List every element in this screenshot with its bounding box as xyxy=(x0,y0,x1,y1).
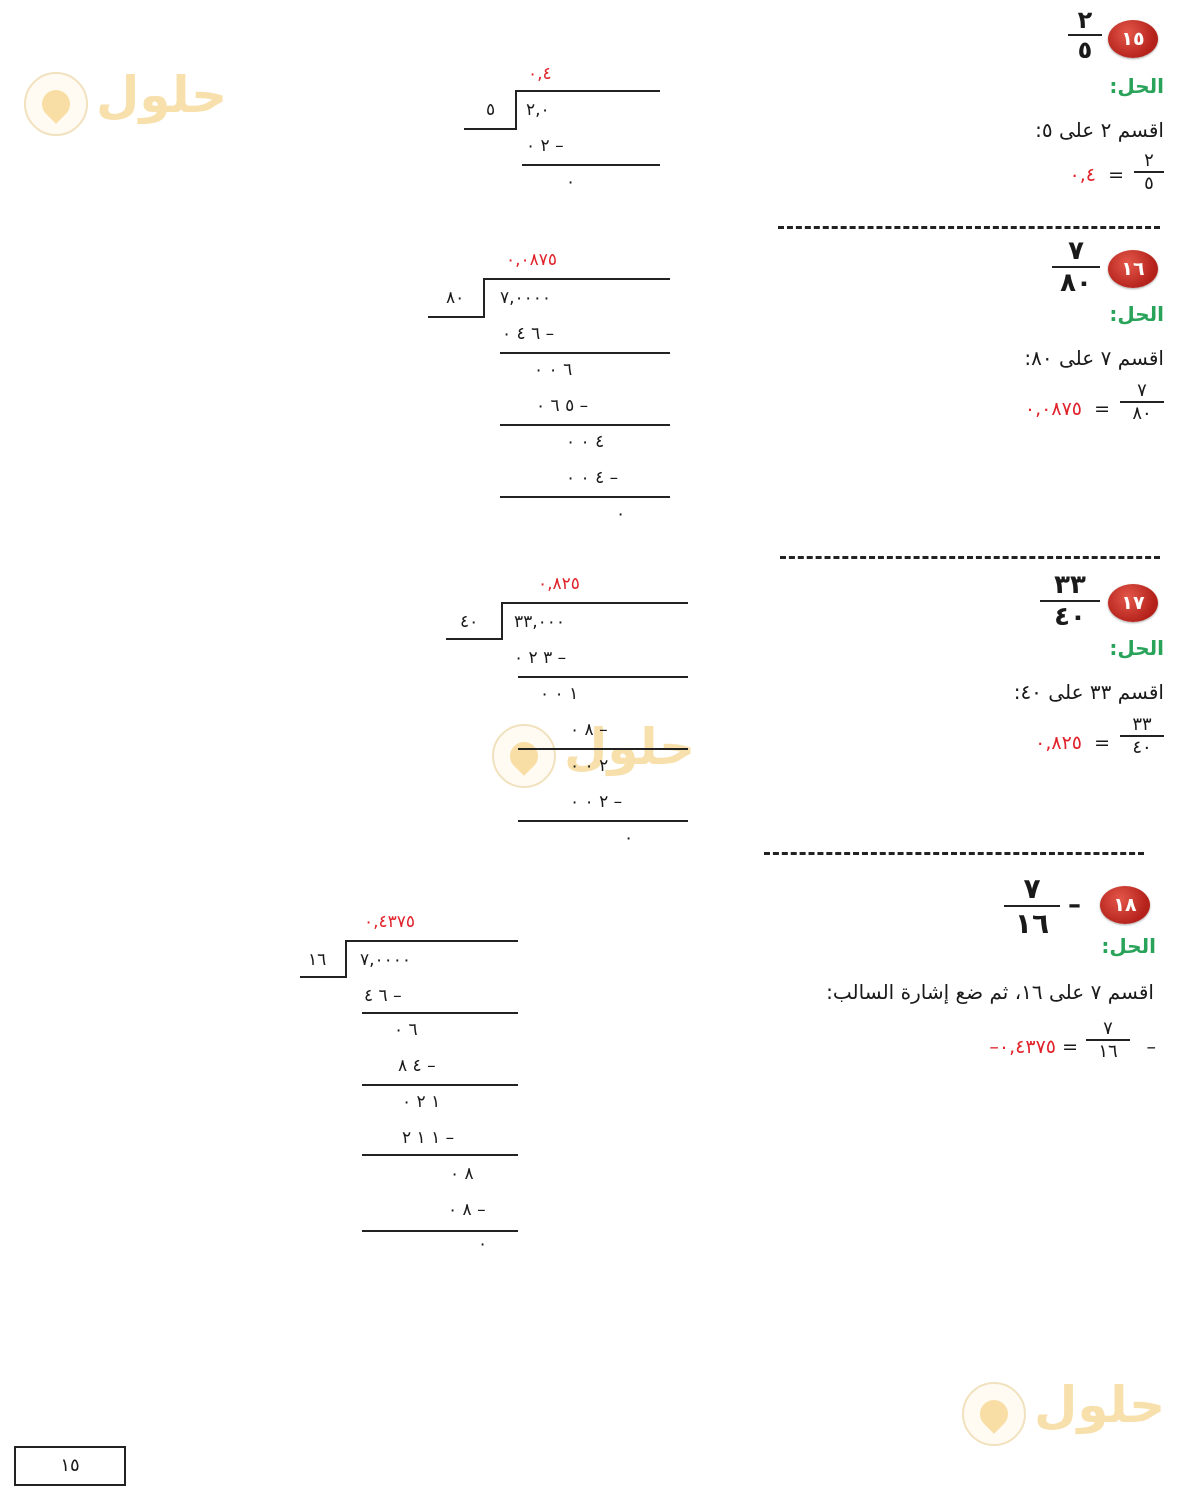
fraction-denominator: ٤٠ xyxy=(1054,602,1086,632)
division-divisor: ٥ xyxy=(486,100,496,120)
watermark-logo-middle: حلول xyxy=(492,718,702,788)
long-division: ٠,٤ ٥ ٢,٠ ٢ ٠ – ٠ xyxy=(460,64,670,204)
division-quotient: ٠,٠٨٧٥ xyxy=(506,250,558,270)
page-number: ١٥ xyxy=(14,1446,126,1486)
division-divisor: ٤٠ xyxy=(460,612,479,632)
division-quotient: ٠,٤ xyxy=(528,64,552,84)
division-quotient: ٠,٨٢٥ xyxy=(538,574,580,594)
division-step: ٤ ٠ ٠ – xyxy=(566,468,619,488)
eq-denominator: ٨٠ xyxy=(1132,403,1152,424)
instruction-text: اقسم ٢ على ٥: xyxy=(1035,118,1164,142)
division-step: ٠ xyxy=(624,828,634,848)
problem-fraction: ٧ ١٦ xyxy=(1004,872,1060,940)
eq-numerator: ٧ xyxy=(1137,380,1147,401)
division-dividend: ٢,٠ xyxy=(526,100,550,120)
problem-number-badge: ١٨ xyxy=(1100,886,1150,924)
logo-circle-icon xyxy=(962,1382,1026,1446)
division-quotient: ٠,٤٣٧٥ xyxy=(364,912,416,932)
division-divisor: ٨٠ xyxy=(446,288,465,308)
division-step: ٦ ٠ xyxy=(394,1020,418,1040)
watermark-logo-top: حلول xyxy=(24,66,234,136)
separator xyxy=(780,556,1160,559)
fraction-denominator: ٥ xyxy=(1077,36,1093,64)
division-step: ٦ ٤ ٠ – xyxy=(502,324,555,344)
division-step: ٨ ٠ – xyxy=(570,720,608,740)
fraction-numerator: ٧ xyxy=(1023,872,1041,905)
division-step: ٦ ٠ ٠ xyxy=(534,360,573,380)
watermark-logo-bottom: حلول xyxy=(962,1376,1172,1446)
division-dividend: ٧,٠٠٠٠ xyxy=(500,288,552,308)
solution-label: الحل: xyxy=(1101,934,1156,958)
negative-sign: – xyxy=(1068,890,1081,920)
result-value: ٠,٨٢٥ xyxy=(1035,732,1082,754)
eq-numerator: ٣٣ xyxy=(1132,714,1152,735)
division-step: ١ ٠ ٠ xyxy=(540,684,579,704)
problem-fraction: ٧ ٨٠ xyxy=(1052,236,1100,298)
logo-text: حلول xyxy=(96,66,228,124)
division-step: ١ ٢ ٠ xyxy=(402,1092,441,1112)
division-step: ٠ xyxy=(566,172,576,192)
problem-fraction: ٣٣ ٤٠ xyxy=(1040,570,1100,632)
eq-negative-sign: – xyxy=(1146,1036,1157,1058)
long-division: ٠,٤٣٧٥ ١٦ ٧,٠٠٠٠ ٦ ٤ – ٦ ٠ ٤ ٨ – ١ ٢ ٠ ١… xyxy=(298,912,538,1262)
logo-circle-icon xyxy=(24,72,88,136)
separator xyxy=(778,226,1160,229)
division-step: ٨ ٠ xyxy=(450,1164,474,1184)
instruction-text: اقسم ٧ على ١٦، ثم ضع إشارة السالب: xyxy=(826,980,1154,1004)
division-step: ٤ ٠ ٠ xyxy=(566,432,605,452)
fraction-denominator: ١٦ xyxy=(1014,907,1050,940)
problem-number-badge: ١٦ xyxy=(1108,250,1158,288)
instruction-text: اقسم ٧ على ٨٠: xyxy=(1024,346,1164,370)
logo-text: حلول xyxy=(1034,1376,1166,1434)
fraction-numerator: ٢ xyxy=(1077,6,1093,34)
division-step: ٤ ٨ – xyxy=(398,1056,436,1076)
result-value: ٠,٤٣٧٥– xyxy=(989,1036,1056,1058)
solution-label: الحل: xyxy=(1109,302,1164,326)
equation: – ٧ ١٦ = ٠,٤٣٧٥– xyxy=(989,1018,1157,1062)
long-division: ٠,٨٢٥ ٤٠ ٣٣,٠٠٠ ٣ ٢ ٠ – ١ ٠ ٠ ٨ ٠ – ٢ ٠ … xyxy=(444,574,694,854)
division-step: ٠ xyxy=(478,1234,488,1254)
long-division: ٠,٠٨٧٥ ٨٠ ٧,٠٠٠٠ ٦ ٤ ٠ – ٦ ٠ ٠ ٥ ٦ ٠ – ٤… xyxy=(426,250,676,530)
eq-numerator: ٧ xyxy=(1103,1018,1113,1039)
division-step: ٢ ٠ ٠ – xyxy=(570,792,623,812)
problem-fraction: ٢ ٥ xyxy=(1068,6,1102,64)
instruction-text: اقسم ٣٣ على ٤٠: xyxy=(1013,680,1164,704)
fraction-numerator: ٣٣ xyxy=(1054,570,1086,600)
eq-denominator: ٥ xyxy=(1144,173,1154,194)
division-step: ٢ ٠ – xyxy=(526,136,564,156)
solution-label: الحل: xyxy=(1109,74,1164,98)
separator xyxy=(764,852,1144,855)
logo-text: حلول xyxy=(564,718,696,776)
division-step: ٨ ٠ – xyxy=(448,1200,486,1220)
division-dividend: ٧,٠٠٠٠ xyxy=(360,950,412,970)
solution-label: الحل: xyxy=(1109,636,1164,660)
division-step: ٥ ٦ ٠ – xyxy=(536,396,589,416)
problem-number-badge: ١٧ xyxy=(1108,584,1158,622)
equation: ٢ ٥ = ٠,٤ xyxy=(964,148,1164,208)
equation: ٣٣ ٤٠ = ٠,٨٢٥ xyxy=(934,712,1164,776)
eq-numerator: ٢ xyxy=(1144,150,1154,171)
division-step: ٢ ٠ ٠ xyxy=(570,756,609,776)
division-step: ٦ ٤ – xyxy=(364,986,402,1006)
fraction-numerator: ٧ xyxy=(1068,236,1084,266)
division-step: ٠ xyxy=(616,504,626,524)
eq-denominator: ٤٠ xyxy=(1132,737,1152,758)
problem-number-badge: ١٥ xyxy=(1108,20,1158,58)
logo-circle-icon xyxy=(492,724,556,788)
equation: ٧ ٨٠ = ٠,٠٨٧٥ xyxy=(934,378,1164,442)
division-dividend: ٣٣,٠٠٠ xyxy=(514,612,566,632)
fraction-denominator: ٨٠ xyxy=(1060,268,1092,298)
division-step: ١ ١ ٢ – xyxy=(402,1128,455,1148)
eq-denominator: ١٦ xyxy=(1098,1041,1118,1062)
division-step: ٣ ٢ ٠ – xyxy=(514,648,567,668)
result-value: ٠,٤ xyxy=(1069,164,1096,186)
division-divisor: ١٦ xyxy=(308,950,327,970)
result-value: ٠,٠٨٧٥ xyxy=(1024,398,1082,420)
